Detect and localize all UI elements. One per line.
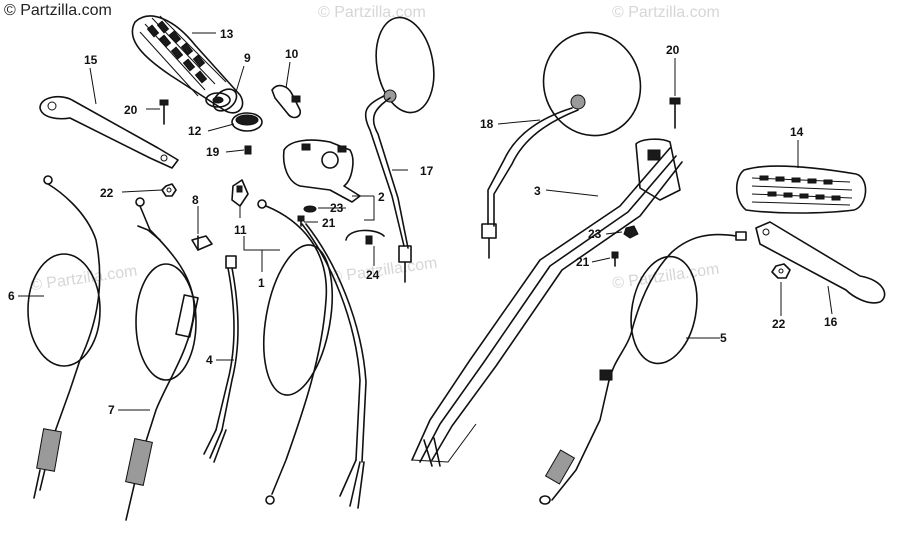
screw-19[interactable]	[244, 145, 252, 155]
callout-24[interactable]: 24	[366, 268, 380, 282]
cable-5[interactable]	[539, 231, 747, 505]
cable-6[interactable]	[27, 175, 101, 499]
cable-4[interactable]	[203, 255, 239, 463]
callout-7[interactable]: 7	[108, 403, 115, 417]
callout-21-left[interactable]: 21	[322, 216, 336, 230]
callout-22-right[interactable]: 22	[772, 317, 786, 331]
cable-1[interactable]	[253, 199, 342, 505]
callout-13[interactable]: 13	[220, 27, 234, 41]
callout-6[interactable]: 6	[8, 289, 15, 303]
callout-12[interactable]: 12	[188, 124, 202, 138]
lever-15[interactable]	[39, 95, 179, 169]
callout-labels: 13 9 10 15 20 12 19 22 8 11 1 2 23 21 17…	[8, 27, 838, 417]
callout-16[interactable]: 16	[824, 315, 838, 329]
callout-15[interactable]: 15	[84, 53, 98, 67]
callout-1[interactable]: 1	[258, 276, 265, 290]
nut-22-right[interactable]	[771, 263, 791, 279]
callout-18[interactable]: 18	[480, 117, 494, 131]
callout-17[interactable]: 17	[420, 164, 434, 178]
screw-20-left[interactable]	[159, 99, 169, 125]
callout-9[interactable]: 9	[244, 51, 251, 65]
callout-3[interactable]: 3	[534, 184, 541, 198]
watermark-top-left: © Partzilla.com	[4, 2, 112, 19]
callout-10[interactable]: 10	[285, 47, 299, 61]
callout-14[interactable]: 14	[790, 125, 804, 139]
switch-11[interactable]	[231, 179, 249, 207]
callout-23-right[interactable]: 23	[588, 227, 602, 241]
bracket-10[interactable]	[271, 84, 302, 119]
flange-9[interactable]	[205, 92, 231, 108]
washer-23-right[interactable]	[623, 225, 639, 239]
clamp-24[interactable]	[345, 229, 385, 245]
collar-12[interactable]	[231, 112, 263, 132]
callout-2[interactable]: 2	[378, 190, 385, 204]
leader-lines	[18, 32, 833, 411]
washer-23-left[interactable]	[303, 205, 317, 213]
callout-22-left[interactable]: 22	[100, 186, 114, 200]
screw-21-left[interactable]	[297, 215, 305, 227]
grip-14[interactable]	[735, 165, 867, 214]
grip-13[interactable]	[131, 15, 244, 115]
nut-22-left[interactable]	[161, 183, 177, 197]
callout-20-right[interactable]: 20	[666, 43, 680, 57]
callout-11[interactable]: 11	[234, 223, 247, 237]
cable-7[interactable]	[125, 197, 199, 521]
callout-23-left[interactable]: 23	[330, 201, 344, 215]
switch-housing-2[interactable]	[282, 139, 361, 203]
callout-19[interactable]: 19	[206, 145, 220, 159]
clip-8[interactable]	[191, 235, 213, 251]
watermark-top-right: © Partzilla.com	[612, 4, 720, 21]
screw-20-right[interactable]	[669, 97, 681, 129]
lever-16[interactable]	[755, 221, 886, 304]
callout-8[interactable]: 8	[192, 193, 199, 207]
callout-5[interactable]: 5	[720, 331, 727, 345]
mirror-18[interactable]	[481, 19, 655, 259]
callout-21-right[interactable]: 21	[576, 255, 590, 269]
screw-21-right[interactable]	[611, 251, 619, 267]
wire-bundle-left[interactable]	[301, 223, 367, 509]
callout-4[interactable]: 4	[206, 353, 213, 367]
switch-housing-3[interactable]	[411, 138, 683, 467]
callout-20-left[interactable]: 20	[124, 103, 138, 117]
mirror-17[interactable]	[364, 13, 441, 283]
